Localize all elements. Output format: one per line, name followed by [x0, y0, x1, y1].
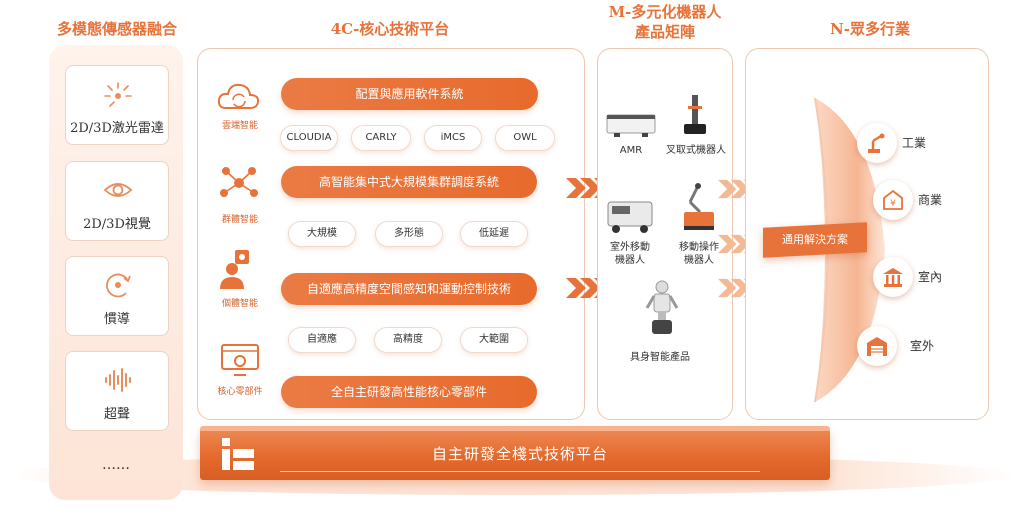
mobile-manipulator-image — [684, 183, 714, 230]
chip-cloudia: CLOUDIA — [280, 125, 338, 151]
sensor-label-ultrasonic: 超聲 — [103, 407, 130, 422]
humanoid-robot-image — [645, 280, 679, 334]
swarm-scheduling-pill: 高智能集中式大規模集群調度系統 — [281, 166, 537, 198]
industry-circle-indoor — [873, 257, 913, 297]
industry-label-industrial: 工業 — [902, 136, 927, 150]
base-platform-top-edge — [200, 426, 830, 431]
chip-large-scale: 大規模 — [288, 221, 356, 247]
store-icon: ¥ — [883, 189, 903, 210]
outdoor-robot-image — [607, 201, 653, 233]
sensor-label-lidar: 2D/3D激光雷達 — [70, 121, 164, 136]
robot-label-amr: AMR — [619, 145, 643, 156]
sensors-column: 2D/3D激光雷達 2D/3D視覺 慣導 超聲 …… — [49, 45, 183, 500]
industry-circle-commercial: ¥ — [873, 180, 913, 220]
industry-circle-outdoor — [857, 326, 897, 366]
robots-column-title-line2: 產品矩陣 — [634, 23, 695, 41]
robots-column-title-line1: M-多元化機器人 — [608, 3, 722, 21]
robot-label-manipulator-line2: 機器人 — [684, 255, 714, 266]
chip-high-precision: 高精度 — [374, 327, 442, 353]
chip-adaptive: 自適應 — [288, 327, 356, 353]
industry-label-indoor: 室內 — [918, 270, 943, 284]
chip-imcs: iMCS — [424, 125, 482, 151]
sensor-label-vision: 2D/3D視覺 — [83, 217, 151, 232]
building-icon — [883, 268, 903, 287]
robots-panel — [597, 48, 733, 420]
platform-logo-icon — [222, 438, 254, 470]
solution-label: 通用解決方案 — [782, 233, 848, 246]
industries-column-title: N-眾多行業 — [830, 20, 910, 38]
cloud-intelligence-label: 雲端智能 — [221, 121, 258, 131]
sensor-card-lidar: 2D/3D激光雷達 — [65, 65, 169, 145]
chip-multi-form: 多形態 — [375, 221, 443, 247]
eye-icon — [103, 183, 133, 197]
base-platform-label: 自主研發全棧式技術平台 — [431, 445, 608, 463]
sensor-card-inertial: 慣導 — [65, 256, 169, 336]
sensor-label-inertial: 慣導 — [103, 312, 130, 327]
platform-column-title: 4C-核心技術平台 — [330, 20, 450, 38]
sound-wave-icon — [105, 368, 131, 392]
swarm-intelligence-label: 群體智能 — [221, 215, 258, 225]
cloud-icon — [217, 83, 260, 109]
robot-label-forklift: 叉取式機器人 — [666, 145, 726, 156]
lidar-icon — [104, 82, 132, 107]
robot-label-manipulator-line1: 移動操作 — [679, 242, 719, 253]
individual-intelligence-label: 個體智能 — [221, 299, 258, 309]
sensor-card-ultrasonic: 超聲 — [65, 351, 169, 431]
industry-circle-industrial — [857, 123, 897, 163]
amr-robot-image — [606, 114, 656, 137]
settings-monitor-icon — [221, 344, 259, 376]
network-icon — [220, 167, 258, 197]
cloud-software-pill: 配置與應用軟件系統 — [281, 78, 538, 110]
chip-low-latency: 低延遲 — [460, 221, 528, 247]
individual-perception-pill: 自適應高精度空間感知和運動控制技術 — [281, 273, 537, 305]
base-platform-underline — [280, 471, 760, 472]
core-components-pill: 全自主研發高性能核心零部件 — [281, 376, 537, 408]
svg-text:¥: ¥ — [890, 199, 896, 209]
robot-label-outdoor-line1: 室外移動 — [610, 242, 650, 253]
chip-wide-range: 大範圍 — [460, 327, 528, 353]
chip-carly: CARLY — [351, 125, 411, 151]
industry-label-commercial: 商業 — [918, 193, 943, 207]
robot-label-embodied: 具身智能產品 — [630, 352, 690, 363]
robot-arm-icon — [868, 133, 885, 153]
sensor-more-ellipsis: …… — [102, 457, 130, 473]
sensors-column-title: 多模態傳感器融合 — [56, 20, 177, 38]
core-components-label: 核心零部件 — [217, 387, 263, 397]
warehouse-icon — [867, 337, 887, 356]
chip-owl: OWL — [495, 125, 555, 151]
forklift-robot-image — [684, 95, 706, 134]
person-idea-icon — [220, 250, 249, 289]
industry-label-outdoor: 室外 — [910, 339, 935, 353]
sensor-card-vision: 2D/3D視覺 — [65, 161, 169, 241]
gyroscope-icon — [106, 273, 131, 298]
robot-label-outdoor-line2: 機器人 — [615, 255, 645, 266]
